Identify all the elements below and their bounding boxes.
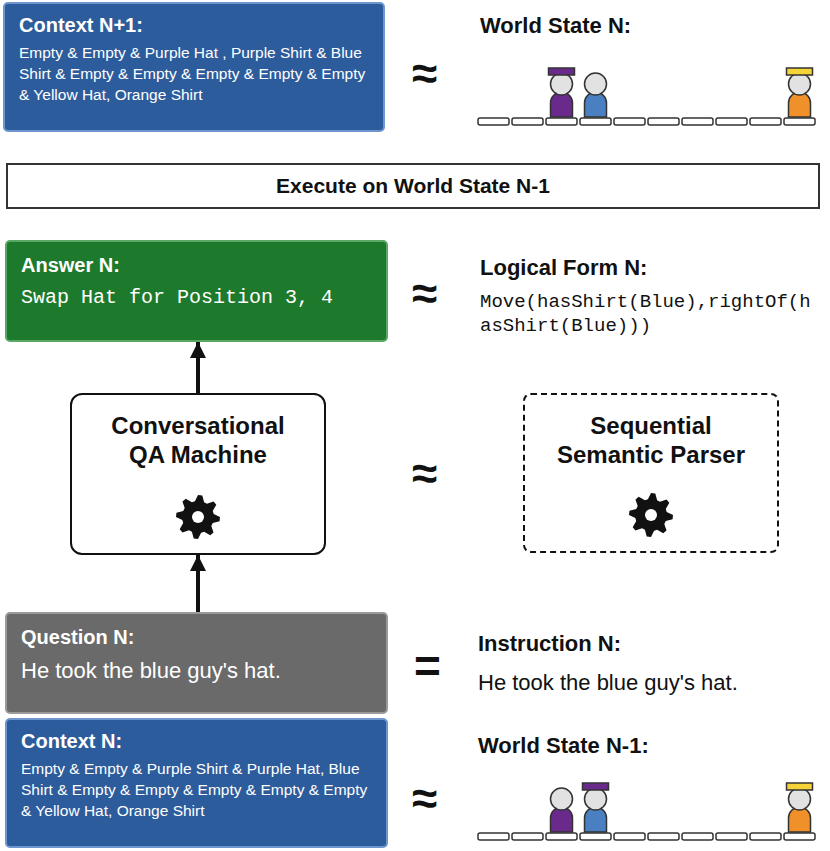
track-tile [546, 118, 577, 125]
person-figure [549, 68, 575, 117]
flow-arrow [196, 555, 200, 612]
shirt [789, 807, 811, 832]
head [585, 788, 607, 810]
box-heading: Execute on World State N-1 [276, 173, 550, 199]
person-figure [551, 788, 573, 832]
logical-form: Move(hasShirt(Blue),rightOf(hasShirt(Blu… [480, 290, 811, 338]
shirt [551, 807, 573, 832]
track-tile [784, 118, 815, 125]
context-box: Context N+1: Empty & Empty & Purple Hat ,… [3, 2, 385, 132]
flow-arrow [196, 342, 200, 393]
track-tile [614, 833, 645, 840]
gear-teeth [629, 493, 673, 537]
track-tile [682, 833, 713, 840]
track-tile [614, 118, 645, 125]
track-tile [512, 118, 543, 125]
execute-banner: Execute on World State N-1 [6, 163, 820, 209]
gear-icon [629, 493, 673, 537]
section-heading: World State N: [480, 12, 631, 40]
instruction-text: He took the blue guy's hat. [478, 668, 738, 698]
track-tile [546, 833, 577, 840]
approx-symbol: ≈ [412, 270, 437, 316]
person-figure [787, 68, 813, 117]
answer-box: Answer N: Swap Hat for Position 3, 4 [5, 240, 388, 342]
track [478, 118, 815, 125]
box-heading: Conversational QA Machine [100, 411, 296, 469]
hat [787, 68, 813, 75]
person-figure [787, 783, 813, 832]
section-heading: Instruction N: [478, 630, 621, 658]
box-body: Swap Hat for Position 3, 4 [21, 284, 372, 312]
gear-hole [645, 509, 657, 521]
box-body: Empty & Empty & Purple Shirt & Purple Ha… [21, 758, 372, 821]
approx-symbol: ≈ [412, 775, 437, 821]
box-heading: Context N: [21, 728, 372, 754]
hat [549, 68, 575, 75]
track-tile [580, 833, 611, 840]
track-tile [478, 833, 509, 840]
head [789, 788, 811, 810]
box-heading: Answer N: [21, 252, 372, 278]
person-figure [585, 73, 607, 117]
gear-teeth [176, 495, 220, 539]
track-tile [784, 833, 815, 840]
shirt [585, 92, 607, 117]
person-figure [583, 783, 609, 832]
track-tile [580, 118, 611, 125]
box-heading: Question N: [21, 624, 372, 650]
parser-box: Sequential Semantic Parser [523, 393, 779, 553]
head [789, 73, 811, 95]
equals-symbol: = [414, 643, 441, 689]
shirt [585, 807, 607, 832]
track-tile [750, 118, 781, 125]
head [551, 73, 573, 95]
hat [787, 783, 813, 790]
shirt [551, 92, 573, 117]
hat [583, 783, 609, 790]
head [585, 73, 607, 95]
section-heading: World State N-1: [478, 732, 649, 760]
box-body: Empty & Empty & Purple Hat , Purple Shir… [19, 42, 369, 105]
track-tile [682, 118, 713, 125]
approx-symbol: ≈ [412, 50, 437, 96]
shirt [789, 92, 811, 117]
section-heading: Logical Form N: [480, 254, 647, 282]
track-tile [716, 118, 747, 125]
context-box: Context N: Empty & Empty & Purple Shirt &… [5, 718, 388, 848]
track-tile [512, 833, 543, 840]
approx-symbol: ≈ [412, 450, 437, 496]
machine-box: Conversational QA Machine [70, 393, 326, 555]
track-tile [478, 118, 509, 125]
question-box: Question N: He took the blue guy's hat. [5, 612, 388, 714]
box-heading: Context N+1: [19, 12, 369, 38]
gear-hole [192, 511, 204, 523]
track-tile [648, 833, 679, 840]
track-tile [716, 833, 747, 840]
head [551, 788, 573, 810]
box-heading: Sequential Semantic Parser [553, 411, 749, 469]
box-body: He took the blue guy's hat. [21, 656, 372, 686]
track-tile [750, 833, 781, 840]
gear-icon [176, 495, 220, 539]
track-tile [648, 118, 679, 125]
track [478, 833, 815, 840]
